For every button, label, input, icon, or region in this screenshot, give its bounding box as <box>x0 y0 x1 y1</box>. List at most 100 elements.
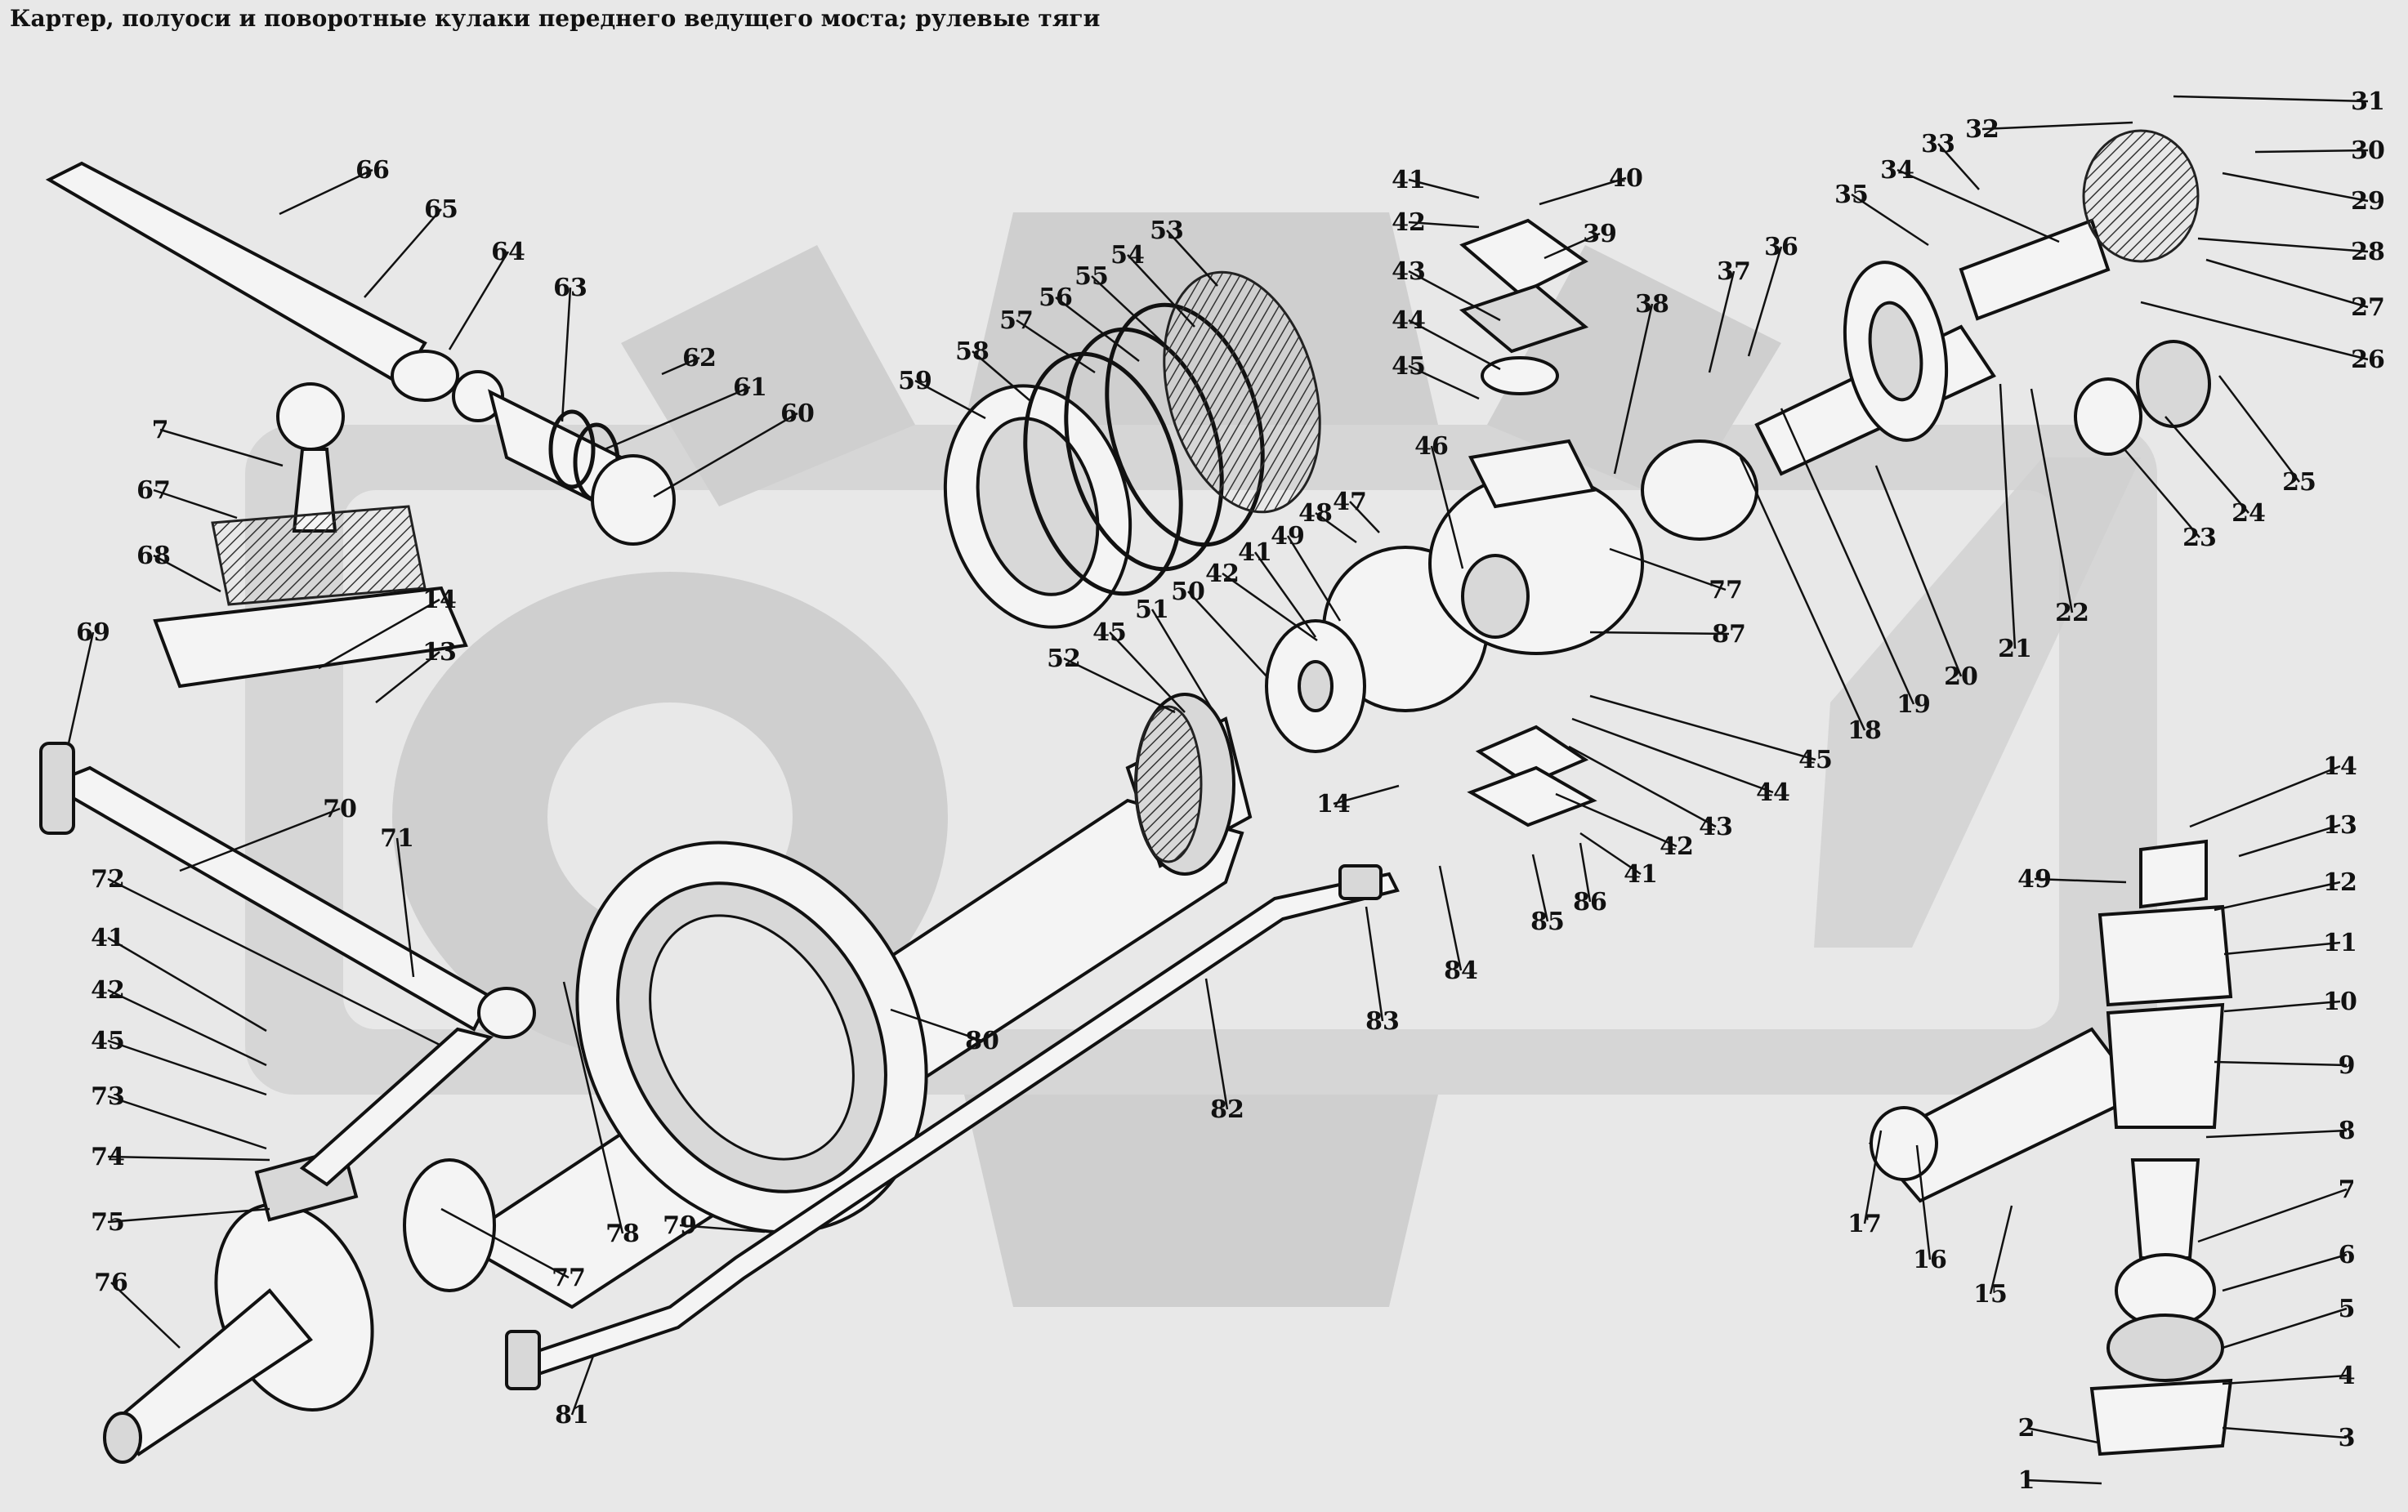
leader-line-c14b <box>318 598 440 670</box>
part-number-c41: 41 <box>1392 166 1426 194</box>
leader-line-c68 <box>153 554 221 593</box>
part-number-c25: 25 <box>2282 468 2316 497</box>
leader-line-c45 <box>1408 364 1480 400</box>
leader-line-c7 <box>2197 1188 2348 1243</box>
part-number-c82: 82 <box>1210 1095 1244 1124</box>
leader-line-c66 <box>279 168 373 216</box>
leader-line-c51 <box>1150 609 1213 708</box>
part-number-c59: 59 <box>898 367 932 395</box>
leader-line-c32 <box>1981 121 2133 131</box>
part-number-c77: 77 <box>552 1264 586 1292</box>
leader-line-c53 <box>1166 230 1218 287</box>
part-number-c51: 51 <box>1135 595 1169 624</box>
part-number-c58: 58 <box>955 337 990 366</box>
leader-line-c33 <box>1937 143 1980 190</box>
leader-line-c73 <box>107 1095 267 1150</box>
leader-line-c49 <box>1286 535 1342 622</box>
leader-line-c22 <box>2030 388 2074 613</box>
leader-line-c86 <box>1579 842 1592 903</box>
drive-shaft-65 <box>45 161 676 546</box>
part-number-c70: 70 <box>323 795 357 823</box>
part-number-c61: 61 <box>733 373 767 402</box>
part-number-c76: 76 <box>94 1269 128 1297</box>
leader-line-c41 <box>1408 178 1480 199</box>
part-number-c42d: 42 <box>1660 832 1694 861</box>
part-number-c33: 33 <box>1921 130 1955 158</box>
part-number-c27: 27 <box>2351 293 2385 322</box>
leader-line-c35 <box>1851 193 1929 247</box>
left-hub-flange <box>103 1147 496 1464</box>
part-number-c49b: 49 <box>2017 865 2052 894</box>
leader-line-c70 <box>179 807 341 872</box>
part-number-c47: 47 <box>1333 488 1367 516</box>
leader-line-c44b <box>1571 717 1774 794</box>
part-number-c11: 11 <box>2323 929 2357 957</box>
leader-line-c55 <box>1091 275 1168 347</box>
leader-line-c48 <box>1315 511 1357 544</box>
leader-line-c29 <box>2222 172 2369 203</box>
part-number-c65: 65 <box>424 195 458 224</box>
leader-line-c18 <box>1739 457 1866 731</box>
part-number-c71: 71 <box>380 824 414 853</box>
part-number-c73: 73 <box>91 1082 125 1111</box>
leader-line-c56 <box>1055 297 1140 362</box>
leader-line-c59 <box>914 379 986 420</box>
leader-line-c83 <box>1365 906 1384 1022</box>
part-number-c79: 79 <box>663 1211 697 1240</box>
leader-line-c31 <box>2173 95 2369 103</box>
part-number-c20: 20 <box>1944 662 1978 691</box>
right-half-shaft <box>1641 129 2211 541</box>
leader-line-c84 <box>1438 865 1463 971</box>
part-number-c2: 2 <box>2018 1414 2035 1443</box>
leader-line-c19 <box>1780 408 1915 705</box>
leader-line-c36 <box>1747 246 1783 357</box>
leader-line-c67 <box>153 488 238 520</box>
part-number-c37: 37 <box>1717 257 1751 286</box>
leader-line-c5 <box>2222 1307 2348 1349</box>
part-number-c62: 62 <box>682 344 717 372</box>
leader-line-c76 <box>110 1282 181 1349</box>
leader-line-c2 <box>2026 1426 2099 1444</box>
steering-linkage-left <box>39 742 536 1187</box>
part-number-c57: 57 <box>999 306 1034 335</box>
part-number-c12: 12 <box>2323 868 2357 897</box>
leader-line-c26 <box>2140 301 2369 361</box>
leader-line-c41c <box>107 936 267 1033</box>
part-number-c45c: 45 <box>91 1027 125 1055</box>
leader-line-c77 <box>440 1207 570 1279</box>
leader-line-c30 <box>2254 149 2369 154</box>
part-number-c67: 67 <box>136 476 171 505</box>
part-number-c41d: 41 <box>1624 860 1658 889</box>
part-number-c42c: 42 <box>91 976 125 1005</box>
leader-line-c87 <box>1589 631 1730 636</box>
leader-line-c24 <box>2165 416 2249 514</box>
leader-line-c52 <box>1063 657 1176 714</box>
leader-line-c43b <box>1568 745 1717 828</box>
leader-line-c37 <box>1708 270 1736 373</box>
part-number-c44: 44 <box>1392 306 1426 335</box>
part-number-c3: 3 <box>2339 1424 2356 1452</box>
leader-line-c13 <box>2238 823 2341 858</box>
part-number-c23: 23 <box>2182 524 2217 552</box>
leader-line-c34 <box>1896 168 2060 243</box>
part-number-c36: 36 <box>1764 233 1798 261</box>
part-number-c48: 48 <box>1298 499 1333 528</box>
part-number-c31: 31 <box>2351 87 2385 116</box>
part-number-c14: 14 <box>2323 752 2357 781</box>
leader-line-c47 <box>1349 501 1380 533</box>
part-number-c85: 85 <box>1530 908 1565 936</box>
part-number-c54: 54 <box>1110 241 1145 270</box>
leader-line-c54 <box>1127 254 1195 328</box>
part-number-c8: 8 <box>2339 1117 2356 1145</box>
part-number-c26: 26 <box>2351 346 2385 374</box>
leader-line-c78 <box>562 981 624 1234</box>
part-number-c32: 32 <box>1965 115 1999 144</box>
leader-line-c44 <box>1408 319 1501 371</box>
leader-line-c11 <box>2223 941 2341 956</box>
leader-line-c20 <box>1874 465 1963 677</box>
leader-line-c43 <box>1408 270 1501 322</box>
part-number-c66: 66 <box>355 156 390 185</box>
